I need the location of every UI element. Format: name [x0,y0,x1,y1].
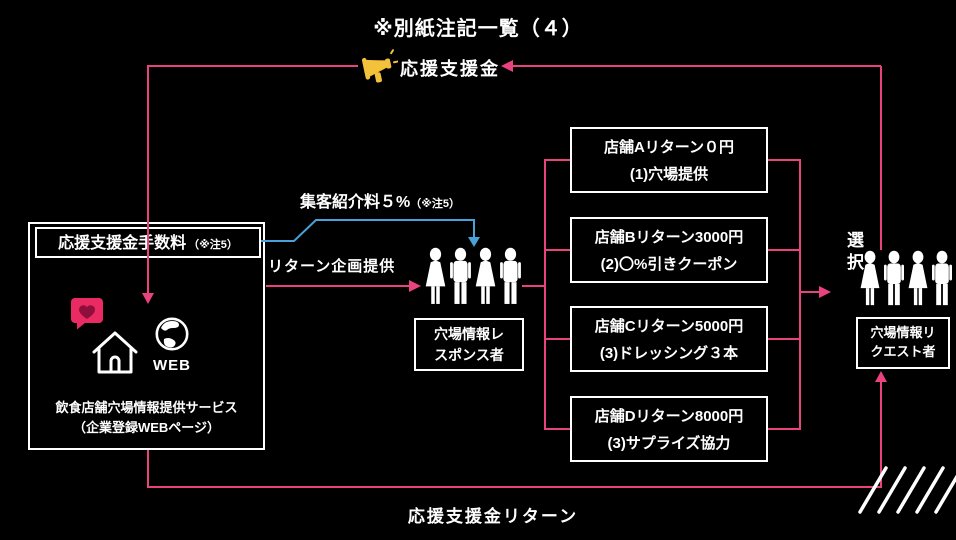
shop-box-b: 店舗Bリターン3000円 (2)〇%引きクーポン [570,217,768,283]
return-plan-label: リターン企画提供 [268,258,396,275]
blue-flow-line [261,219,480,247]
house-icon [92,331,138,374]
shop-a-return: 店舗Aリターン０円 [603,138,735,156]
shop-c-detail: (3)ドレッシング３本 [599,345,739,363]
referral-fee-text: 集客紹介料５% [300,194,411,211]
heart-message-icon [71,298,103,330]
requester-label-line2: クエスト者 [870,344,936,359]
responder-people-icon [425,247,521,304]
shop-d-return: 店舗Dリターン8000円 [594,407,744,425]
service-panel [28,222,265,450]
shop-a-detail: (1)穴場提供 [629,166,709,184]
responder-label-line2: スポンス者 [434,346,504,363]
page-title: ※別紙注記一覧（４） [373,18,583,40]
responder-label-box: 穴場情報レ スポンス者 [414,318,524,371]
requester-label-box: 穴場情報リ クエスト者 [856,317,950,369]
shop-box-c: 店舗Cリターン5000円 (3)ドレッシング３本 [570,306,768,372]
requester-label-line1: 穴場情報リ [870,325,936,341]
shop-box-a: 店舗Aリターン０円 (1)穴場提供 [570,127,768,193]
support-money-label: 応援支援金 [400,59,500,79]
web-label: WEB [153,357,191,374]
shop-b-detail: (2)〇%引きクーポン [600,256,738,274]
shop-box-d: 店舗Dリターン8000円 (3)サプライズ協力 [570,396,768,462]
shop-b-return: 店舗Bリターン3000円 [594,228,744,246]
shop-d-detail: (3)サプライズ協力 [607,435,731,453]
service-caption: 飲食店舗穴場情報提供サービス （企業登録WEBページ） [30,398,263,438]
responder-label-line1: 穴場情報レ [434,326,504,343]
fee-title-note: （※注5） [188,239,238,251]
requester-people-icon [860,250,952,306]
globe-icon [155,317,189,351]
fee-title-label: 応援支援金手数料 [58,235,187,252]
referral-fee-note: （※注5） [410,198,461,210]
support-money-return-label: 応援支援金リターン [407,507,579,526]
selection-label: 選択 [844,231,863,275]
shop-c-return: 店舗Cリターン5000円 [594,317,744,335]
referral-fee-label: 集客紹介料５%（※注5） [300,188,460,212]
fee-title-box: 応援支援金手数料 （※注5） [35,227,261,258]
service-caption-line1: 飲食店舗穴場情報提供サービス [55,400,238,415]
megaphone-icon [361,49,398,83]
service-caption-line2: （企業登録WEBページ） [72,420,221,436]
